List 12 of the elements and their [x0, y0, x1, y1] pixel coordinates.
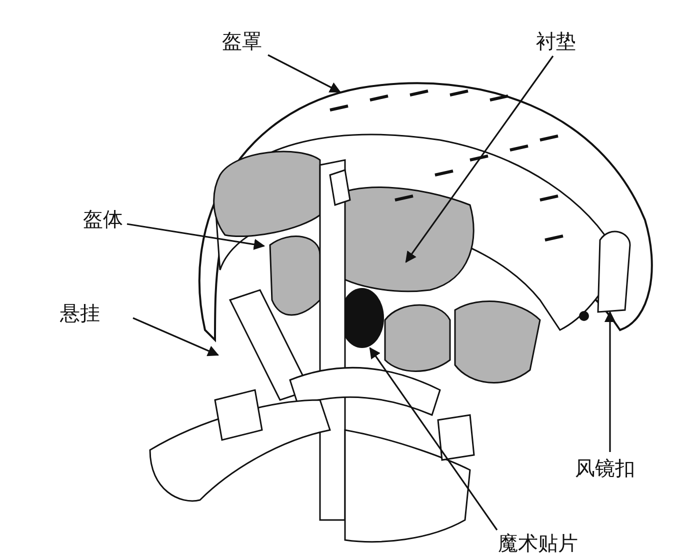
part-label: 魔术贴片 — [498, 530, 578, 556]
part-label: 盔罩 — [222, 28, 262, 54]
leader-line — [369, 347, 498, 530]
leader-line — [268, 54, 341, 93]
leader-line — [126, 223, 266, 250]
leader-line — [405, 56, 554, 263]
part-label: 风镜扣 — [575, 455, 635, 481]
part-label: 悬挂 — [60, 300, 100, 326]
part-label: 衬垫 — [536, 28, 576, 54]
part-label: 盔体 — [83, 206, 123, 232]
leader-line — [604, 310, 616, 452]
leader-line — [132, 317, 220, 356]
